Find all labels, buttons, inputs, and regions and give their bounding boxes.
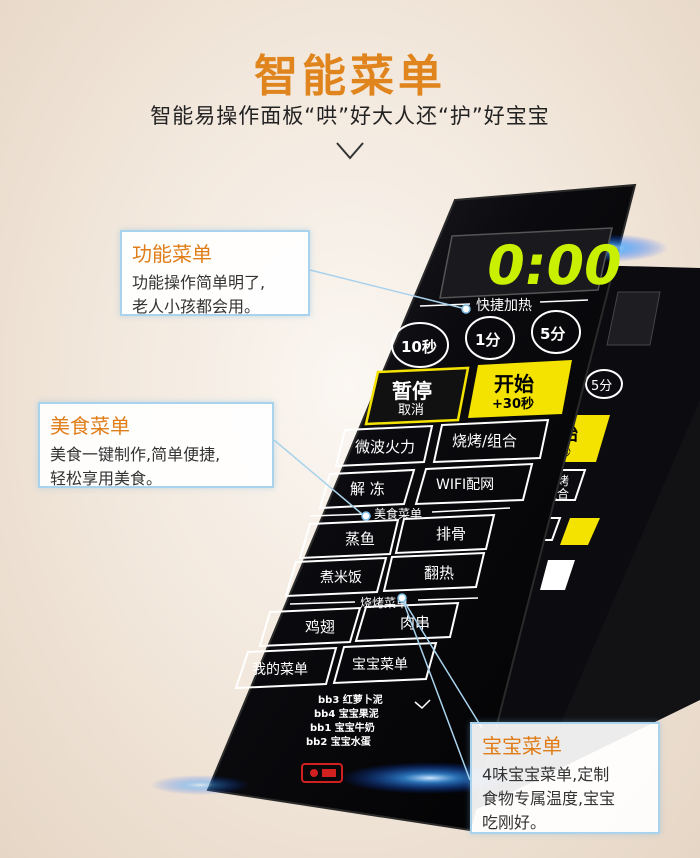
callout-text-line: 食物专属温度,宝宝 bbox=[482, 789, 616, 808]
svg-text:微波火力: 微波火力 bbox=[355, 438, 415, 456]
svg-text:WIFI配网: WIFI配网 bbox=[436, 477, 494, 493]
callout-connector-baby bbox=[397, 593, 483, 781]
svg-text:翻热: 翻热 bbox=[424, 564, 454, 582]
callout-text-line: 轻松享用美食。 bbox=[50, 469, 163, 488]
quick-button-1min[interactable]: 1分 bbox=[465, 316, 515, 360]
start-button[interactable]: 开始 +30秒 bbox=[468, 360, 572, 418]
quick-button-5min[interactable]: 5分 bbox=[531, 310, 581, 354]
svg-text:暂停: 暂停 bbox=[392, 379, 432, 403]
svg-text:开始: 开始 bbox=[494, 372, 534, 396]
svg-text:鸡翅: 鸡翅 bbox=[305, 618, 335, 636]
food-menu-label: 美食菜单 bbox=[374, 506, 422, 521]
callout-title: 功能菜单 bbox=[132, 242, 212, 266]
callout-baby-menu: 宝宝菜单 4味宝宝菜单,定制 食物专属温度,宝宝 吃刚好。 bbox=[470, 722, 660, 834]
list-item: bb1 宝宝牛奶 bbox=[310, 721, 375, 734]
svg-text:5分: 5分 bbox=[540, 325, 565, 343]
display-readout: 0:00 bbox=[482, 233, 627, 297]
callout-food-menu: 美食菜单 美食一键制作,简单便捷, 轻松享用美食。 bbox=[38, 402, 274, 488]
quick-heat-label: 快捷加热 bbox=[476, 298, 532, 314]
callout-connector-food bbox=[273, 439, 371, 521]
svg-text:10秒: 10秒 bbox=[401, 338, 437, 356]
my-menu-button[interactable]: 我的菜单 bbox=[234, 646, 338, 690]
chicken-wings-button[interactable]: 鸡翅 bbox=[258, 606, 362, 648]
callout-title: 美食菜单 bbox=[50, 414, 130, 438]
svg-text:排骨: 排骨 bbox=[436, 525, 466, 543]
chevron-down-icon bbox=[414, 699, 431, 710]
page-subtitle: 智能易操作面板“哄”好大人还“护”好宝宝 bbox=[150, 104, 550, 128]
callout-connector-function bbox=[309, 269, 471, 314]
pause-cancel-button[interactable]: 暂停 取消 bbox=[364, 366, 470, 426]
callout-text-line: 吃刚好。 bbox=[482, 813, 547, 832]
svg-text:解 冻: 解 冻 bbox=[350, 480, 385, 498]
brand-logo-icon bbox=[301, 763, 343, 783]
callout-title: 宝宝菜单 bbox=[482, 734, 562, 758]
svg-text:我的菜单: 我的菜单 bbox=[252, 662, 308, 678]
list-item: bb3 红萝卜泥 bbox=[318, 693, 383, 706]
baby-menu-button[interactable]: 宝宝菜单 bbox=[332, 641, 438, 685]
reheat-button[interactable]: 翻热 bbox=[382, 551, 486, 593]
defrost-button[interactable]: 解 冻 bbox=[318, 468, 416, 510]
microwave-power-button[interactable]: 微波火力 bbox=[334, 424, 434, 468]
ribs-button[interactable]: 排骨 bbox=[394, 513, 496, 555]
svg-text:烧烤/组合: 烧烤/组合 bbox=[452, 432, 517, 450]
svg-text:+30秒: +30秒 bbox=[492, 396, 534, 412]
quick-button-10s[interactable]: 10秒 bbox=[391, 322, 449, 368]
mid-quick-button: 5分 bbox=[591, 379, 612, 394]
grill-combo-button[interactable]: 烧烤/组合 bbox=[432, 418, 550, 464]
callout-function-menu: 功能菜单 功能操作简单明了, 老人小孩都会用。 bbox=[120, 230, 310, 316]
callout-text-line: 老人小孩都会用。 bbox=[132, 297, 261, 316]
page-title: 智能菜单 bbox=[254, 51, 446, 102]
cook-rice-button[interactable]: 煮米饭 bbox=[284, 556, 388, 598]
wifi-pairing-button[interactable]: WIFI配网 bbox=[414, 462, 534, 506]
steam-fish-button[interactable]: 蒸鱼 bbox=[298, 518, 400, 560]
chevron-down-icon bbox=[336, 142, 364, 160]
svg-text:宝宝菜单: 宝宝菜单 bbox=[352, 657, 408, 673]
svg-text:取消: 取消 bbox=[398, 403, 424, 418]
baby-menu-list: bb3 红萝卜泥 bb4 宝宝果泥 bb1 宝宝牛奶 bb2 宝宝水蛋 bbox=[306, 693, 383, 748]
svg-text:1分: 1分 bbox=[475, 331, 500, 349]
svg-text:煮米饭: 煮米饭 bbox=[320, 570, 362, 586]
meat-skewer-button[interactable]: 肉串 bbox=[354, 601, 460, 643]
callout-text-line: 功能操作简单明了, bbox=[132, 273, 266, 292]
list-item: bb2 宝宝水蛋 bbox=[306, 735, 371, 748]
callout-text-line: 美食一键制作,简单便捷, bbox=[50, 445, 221, 464]
svg-text:蒸鱼: 蒸鱼 bbox=[345, 530, 375, 548]
list-item: bb4 宝宝果泥 bbox=[314, 707, 379, 720]
callout-text-line: 4味宝宝菜单,定制 bbox=[482, 765, 610, 784]
svg-text:肉串: 肉串 bbox=[400, 614, 430, 632]
